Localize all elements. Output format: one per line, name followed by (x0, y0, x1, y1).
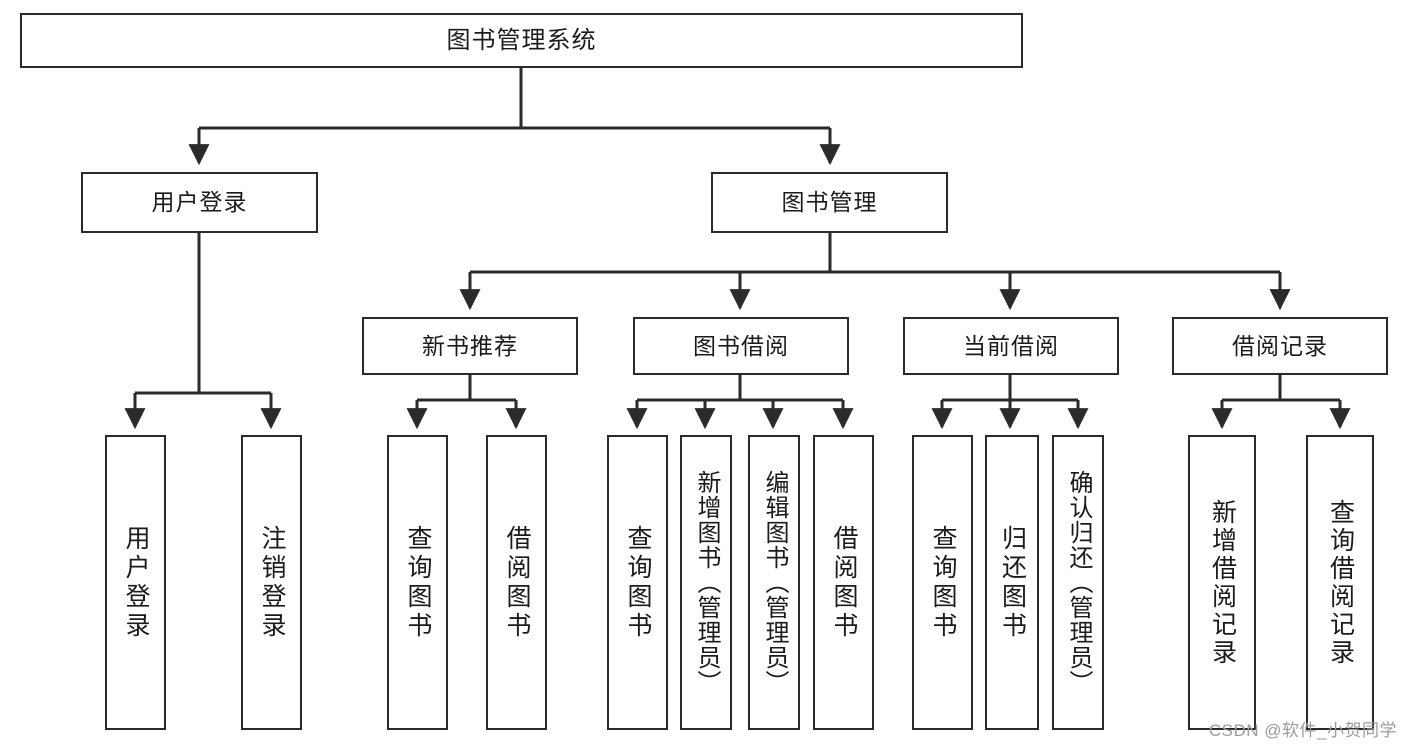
leaf-borrow-record-add[interactable]: 新增借阅记录 (1188, 435, 1256, 730)
leaf-book-borrow-borrow[interactable]: 借阅图书 (813, 435, 874, 730)
node-label: 图书管理 (781, 189, 878, 216)
node-label: 查询借阅记录 (1326, 498, 1355, 667)
leaf-current-borrow-confirm-return[interactable]: 确认归还（管理员） (1052, 435, 1104, 730)
leaf-book-borrow-add[interactable]: 新增图书（管理员） (680, 435, 732, 730)
node-label: 归还图书 (998, 524, 1027, 641)
node-label: 查询图书 (624, 524, 652, 641)
node-label: 查询图书 (404, 524, 432, 641)
leaf-book-borrow-edit[interactable]: 编辑图书（管理员） (748, 435, 800, 730)
node-label: 新书推荐 (422, 332, 518, 359)
node-label: 注销登录 (258, 524, 286, 641)
node-label: 查询图书 (929, 524, 957, 641)
node-book-management[interactable]: 图书管理 (711, 172, 948, 233)
node-label: 图书管理系统 (446, 26, 597, 54)
leaf-user-login-login[interactable]: 用户登录 (105, 435, 166, 730)
node-book-management-system[interactable]: 图书管理系统 (20, 13, 1023, 68)
leaf-new-book-borrow[interactable]: 借阅图书 (486, 435, 547, 730)
leaf-new-book-query[interactable]: 查询图书 (387, 435, 448, 730)
leaf-book-borrow-query[interactable]: 查询图书 (607, 435, 668, 730)
node-label: 新增图书（管理员） (693, 470, 720, 695)
node-borrow-record[interactable]: 借阅记录 (1172, 317, 1388, 375)
leaf-current-borrow-return[interactable]: 归还图书 (985, 435, 1039, 730)
leaf-user-login-logout[interactable]: 注销登录 (241, 435, 302, 730)
node-label: 用户登录 (122, 524, 150, 641)
node-book-borrow[interactable]: 图书借阅 (633, 317, 849, 375)
node-user-login[interactable]: 用户登录 (81, 172, 318, 233)
node-new-book-recommend[interactable]: 新书推荐 (362, 317, 578, 375)
node-label: 借阅记录 (1232, 332, 1328, 359)
leaf-borrow-record-query[interactable]: 查询借阅记录 (1306, 435, 1374, 730)
node-label: 当前借阅 (963, 332, 1059, 359)
node-label: 用户登录 (151, 189, 248, 216)
node-label: 借阅图书 (503, 524, 531, 641)
watermark: CSDN @软件_小贺同学 (1208, 721, 1397, 740)
node-current-borrow[interactable]: 当前借阅 (903, 317, 1119, 375)
leaf-current-borrow-query[interactable]: 查询图书 (912, 435, 973, 730)
node-label: 确认归还（管理员） (1065, 470, 1092, 695)
node-label: 借阅图书 (830, 524, 858, 641)
node-label: 新增借阅记录 (1208, 498, 1237, 667)
node-label: 图书借阅 (693, 332, 789, 359)
node-label: 编辑图书（管理员） (761, 470, 788, 695)
